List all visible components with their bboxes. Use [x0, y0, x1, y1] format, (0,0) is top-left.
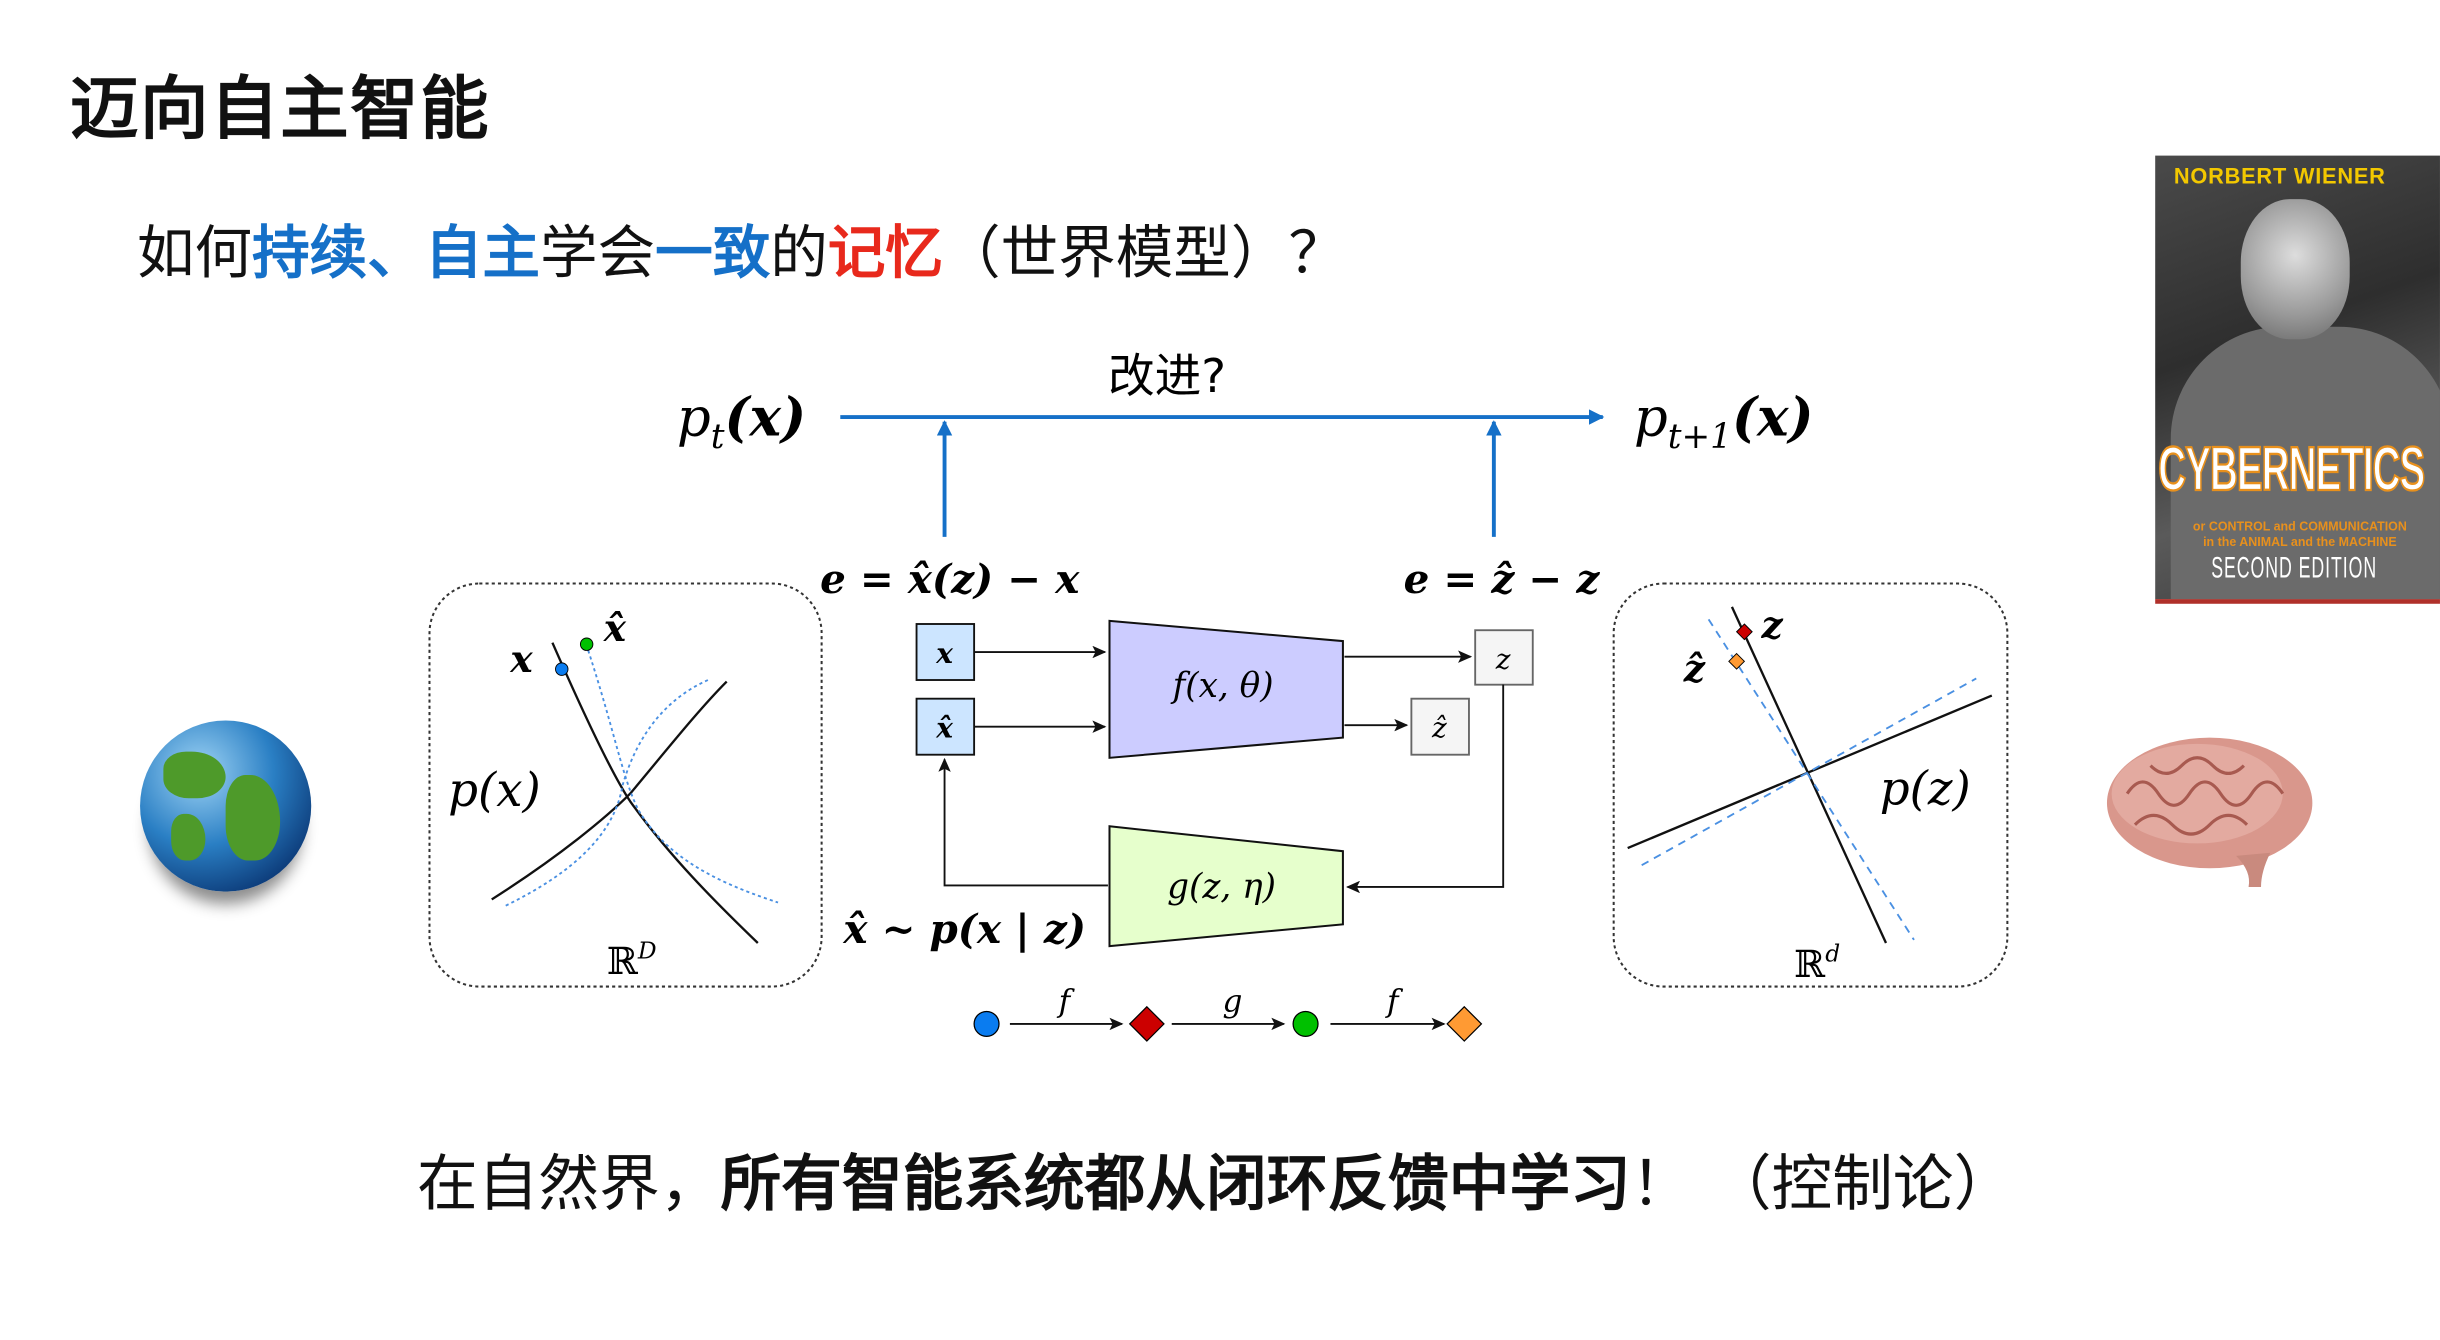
latent-point-z	[1735, 623, 1753, 641]
latent-space-label: ℝd	[1794, 940, 1840, 987]
chain-green-circle	[1292, 1010, 1319, 1037]
data-manifold-curve	[491, 680, 728, 901]
pz-label: p(z)	[1880, 763, 1971, 817]
error-left: e = x̂(z) − x	[820, 555, 1080, 603]
slide-title: 迈向自主智能	[70, 70, 491, 150]
data-manifold-curve	[551, 642, 759, 944]
conclusion-part: ！ （控制论）	[1630, 1149, 2015, 1220]
earth-globe-image	[140, 720, 312, 892]
conclusion-emphasis: 所有智能系统都从闭环反馈中学习	[720, 1149, 1631, 1220]
chain-red-diamond	[1128, 1005, 1165, 1042]
latent-point-zhat	[1728, 652, 1746, 670]
chain-f-label: f	[1385, 983, 1404, 1019]
data-point-xhat	[579, 637, 594, 651]
latent-z-box	[1474, 629, 1534, 686]
latent-zhat-box	[1410, 697, 1470, 756]
px-label: p(x)	[448, 764, 541, 818]
encoder-label: f(x, θ)	[1170, 666, 1274, 706]
right-zhat-label: ẑ	[1683, 647, 1706, 691]
input-x-label: x	[935, 637, 953, 670]
estimated-manifold-curve	[505, 679, 709, 907]
chain-orange-diamond	[1446, 1005, 1483, 1042]
right-z-label: z	[1761, 603, 1784, 647]
slide-subtitle: 如何持续、自主学会一致的记忆（世界模型）？	[137, 205, 1346, 289]
error-right: e = ẑ − z	[1404, 555, 1601, 603]
book-title: CYBERNETICS	[2158, 435, 2426, 506]
subtitle-highlight-memory: 记忆	[827, 219, 943, 287]
subtitle-text: （世界模型）？	[942, 219, 1347, 287]
brain-image	[2106, 737, 2313, 887]
left-x-label: x	[509, 637, 533, 681]
subtitle-text: 的	[770, 219, 828, 287]
subtitle-highlight-consistent: 一致	[655, 219, 771, 287]
latent-zhat-label: ẑ	[1431, 712, 1447, 745]
book-edition: SECOND EDITION	[2211, 552, 2378, 586]
latent-z-label: z	[1495, 643, 1511, 676]
input-xhat-label: x̂	[935, 712, 953, 745]
pt1-label: pt+1(x)	[1634, 387, 1814, 457]
conclusion-part: 在自然界，	[417, 1149, 721, 1220]
data-space-label: ℝD	[607, 937, 657, 984]
subtitle-text: 学会	[539, 219, 656, 287]
estimated-manifold-curve	[587, 650, 779, 904]
cybernetics-book-cover: NORBERT WIENER CYBERNETICS or CONTROL an…	[2155, 155, 2440, 604]
chain-blue-circle	[973, 1010, 1000, 1037]
conclusion-text: 在自然界，所有智能系统都从闭环反馈中学习！ （控制论）	[417, 1136, 2014, 1223]
pt-label: pt(x)	[677, 387, 806, 457]
data-space-panel	[428, 582, 823, 988]
book-author: NORBERT WIENER	[2173, 163, 2386, 189]
latent-space-panel	[1612, 582, 2009, 988]
chain-f-label: f	[1057, 983, 1076, 1019]
subtitle-highlight-continual: 持续、自主	[252, 219, 540, 287]
improve-label: 改进?	[1108, 350, 1226, 404]
subtitle-text: 如何	[136, 219, 253, 287]
input-xhat-box	[915, 697, 976, 756]
left-xhat-label: x̂	[603, 606, 627, 650]
encoder-block	[1108, 619, 1344, 759]
decoder-block	[1108, 825, 1344, 948]
sample-label: x̂ ~ p(x | z)	[842, 905, 1086, 954]
chain-g-label: g	[1222, 983, 1242, 1019]
data-point-x	[555, 662, 569, 676]
decoder-label: g(z, η)	[1167, 867, 1276, 907]
